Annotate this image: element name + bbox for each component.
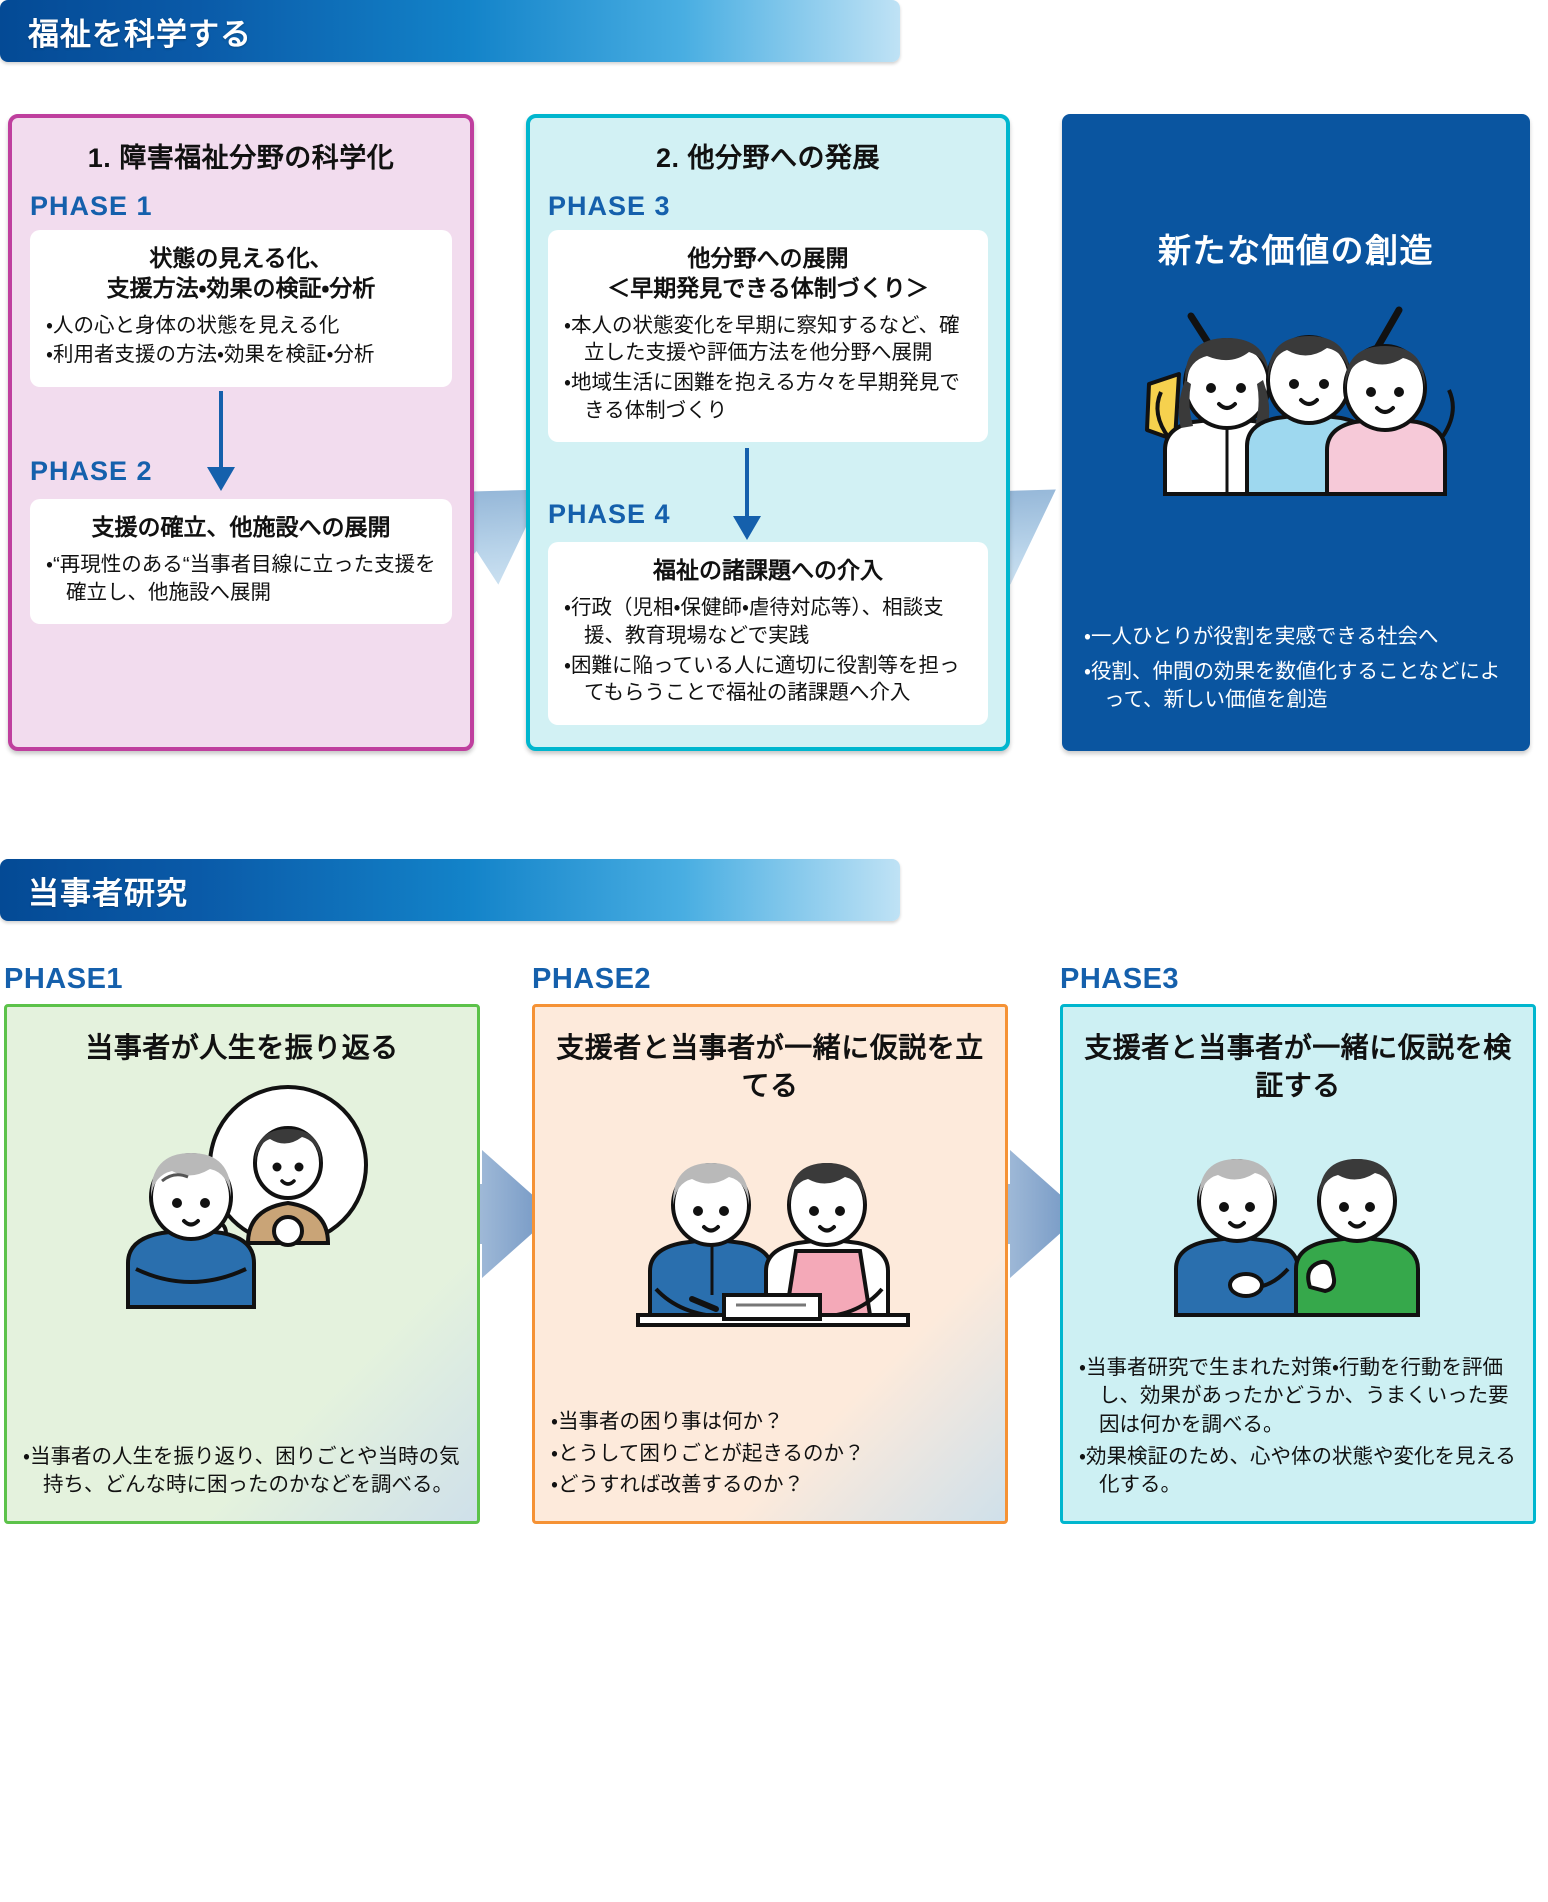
section-fukushi-wo-kagaku-suru: 福祉を科学する [0, 0, 1548, 752]
phase-1-card-title: 状態の見える化、 支援方法・効果の検証・分析 [46, 244, 436, 304]
list-item: 一人ひとりが役割を実感できる社会へ [1084, 623, 1508, 652]
section2-banner: 当事者研究 [0, 859, 900, 922]
phase-4-bullets: 行政（児相・保健師・虐待対応等）、相談支援、教育現場などで実践 困難に陥っている… [564, 594, 972, 707]
group-2-title: 2. 他分野への発展 [655, 143, 881, 173]
s2-phase3-bullets: 当事者研究で生まれた対策・行動を行動を評価し、効果があったかどうか、うまくいった… [1079, 1342, 1517, 1503]
list-item: 利用者支援の方法・効果を検証・分析 [46, 341, 436, 369]
person-reflecting-illustration [23, 1081, 461, 1311]
phase-4-card: 福祉の諸課題への介入 行政（児相・保健師・虐待対応等）、相談支援、教育現場などで… [548, 542, 988, 726]
s2-box-phase1: 当事者が人生を振り返る [4, 1004, 480, 1525]
phase-label-4: PHASE 4 [548, 499, 671, 530]
s2-phase-label-3: PHASE3 [1060, 963, 1180, 996]
group-tabunya-eno-hatten: 2. 他分野への発展 PHASE 3 他分野への展開 ＜早期発見できる体制づくり… [526, 114, 1010, 752]
phase-3-bullets: 本人の状態変化を早期に察知するなど、確立した支援や評価方法を他分野へ展開 地域生… [564, 312, 972, 425]
list-item: 人の心と身体の状態を見える化 [46, 312, 436, 340]
phase-2-card-title: 支援の確立、他施設への展開 [91, 514, 391, 541]
phase-label-2: PHASE 2 [30, 456, 153, 487]
down-arrow-icon-phase1-2 [207, 391, 235, 492]
phase-3-to-4-gap: PHASE 4 [548, 442, 988, 542]
phase-1-card-title-line2: 支援方法・効果の検証・分析 [106, 274, 376, 301]
three-people-celebrating-illustration [1131, 288, 1461, 503]
phase-3-card-title-line2: ＜早期発見できる体制づくり＞ [607, 274, 929, 301]
section1-banner-title: 福祉を科学する [28, 16, 252, 52]
s2-phase3-title: 支援者と当事者が一緒に仮説を検証する [1084, 1032, 1512, 1101]
phase-3-card: 他分野への展開 ＜早期発見できる体制づくり＞ 本人の状態変化を早期に察知するなど… [548, 230, 988, 443]
group-1-title: 1. 障害福祉分野の科学化 [87, 143, 395, 173]
section1-columns: 1. 障害福祉分野の科学化 PHASE 1 状態の見える化、 支援方法・効果の検… [0, 114, 1548, 752]
list-item: 地域生活に困難を抱える方々を早期発見できる体制づくり [564, 369, 972, 424]
two-people-verifying-illustration [1079, 1119, 1517, 1319]
phase-2-bullets: “再現性のある“当事者目線に立った支援を確立し、他施設へ展開 [46, 551, 436, 606]
section-tojisha-kenkyu: 当事者研究 PHASE1 PHASE2 PHASE3 [0, 859, 1548, 1525]
section2-phase-labels: PHASE1 PHASE2 PHASE3 [0, 963, 1548, 996]
two-people-at-table-illustration [551, 1119, 989, 1349]
section2-banner-wrap: 当事者研究 [0, 859, 900, 922]
s2-phase-label-2: PHASE2 [532, 963, 652, 996]
list-item: “再現性のある“当事者目線に立った支援を確立し、他施設へ展開 [46, 551, 436, 606]
list-item: 行政（児相・保健師・虐待対応等）、相談支援、教育現場などで実践 [564, 594, 972, 649]
list-item: 当事者研究で生まれた対策・行動を行動を評価し、効果があったかどうか、うまくいった… [1079, 1354, 1517, 1440]
result-panel-bullets: 一人ひとりが役割を実感できる社会へ 役割、仲間の効果を数値化することなどによって… [1080, 623, 1512, 731]
section1-banner: 福祉を科学する [0, 0, 900, 62]
s2-phase2-bullets: 当事者の困り事は何か？ とうして困りごとが起きるのか？ どうすれば改善するのか？ [551, 1396, 989, 1503]
phase-2-card: 支援の確立、他施設への展開 “再現性のある“当事者目線に立った支援を確立し、他施… [30, 499, 452, 625]
list-item: 困難に陥っている人に適切に役割等を担ってもらうことで福祉の諸課題へ介入 [564, 652, 972, 707]
section1-banner-wrap: 福祉を科学する [0, 0, 900, 62]
phase-label-1: PHASE 1 [30, 191, 153, 221]
list-item: 本人の状態変化を早期に察知するなど、確立した支援や評価方法を他分野へ展開 [564, 312, 972, 367]
s2-phase2-title: 支援者と当事者が一緒に仮説を立てる [556, 1032, 984, 1101]
phase-1-card: 状態の見える化、 支援方法・効果の検証・分析 人の心と身体の状態を見える化 利用… [30, 230, 452, 388]
s2-phase-label-1: PHASE1 [4, 963, 124, 996]
list-item: 当事者の人生を振り返り、困りごとや当時の気持ち、どんな時に困ったのかなどを調べる… [23, 1443, 461, 1500]
list-item: とうして困りごとが起きるのか？ [551, 1440, 989, 1469]
list-item: 当事者の困り事は何か？ [551, 1408, 989, 1437]
list-item: 効果検証のため、心や体の状態や変化を見える化する。 [1079, 1443, 1517, 1500]
s2-box-phase3: 支援者と当事者が一緒に仮説を検証する [1060, 1004, 1536, 1525]
phase-4-card-title: 福祉の諸課題への介入 [653, 557, 883, 584]
down-arrow-icon-phase3-4 [733, 448, 761, 541]
phase-3-card-title: 他分野への展開 ＜早期発見できる体制づくり＞ [564, 244, 972, 304]
s2-phase1-bullets: 当事者の人生を振り返り、困りごとや当時の気持ち、どんな時に困ったのかなどを調べる… [23, 1431, 461, 1503]
section2-banner-title: 当事者研究 [28, 875, 188, 911]
section2-columns: 当事者が人生を振り返る [0, 1004, 1548, 1525]
phase-3-card-title-line1: 他分野への展開 [687, 245, 849, 271]
list-item: どうすれば改善するのか？ [551, 1471, 989, 1500]
result-panel-title: 新たな価値の創造 [1158, 232, 1434, 269]
phase-1-bullets: 人の心と身体の状態を見える化 利用者支援の方法・効果を検証・分析 [46, 312, 436, 369]
panel-aratana-kachi-no-souzou: 新たな価値の創造 [1062, 114, 1530, 752]
phase-label-3: PHASE 3 [548, 191, 671, 221]
s2-phase1-title: 当事者が人生を振り返る [85, 1032, 399, 1064]
group-shogai-fukushi-kagakuka: 1. 障害福祉分野の科学化 PHASE 1 状態の見える化、 支援方法・効果の検… [8, 114, 474, 752]
s2-box-phase2: 支援者と当事者が一緒に仮説を立てる [532, 1004, 1008, 1525]
phase-1-card-title-line1: 状態の見える化、 [149, 245, 333, 271]
list-item: 役割、仲間の効果を数値化することなどによって、新しい価値を創造 [1084, 658, 1508, 715]
phase-1-to-2-gap: PHASE 2 [30, 387, 452, 499]
